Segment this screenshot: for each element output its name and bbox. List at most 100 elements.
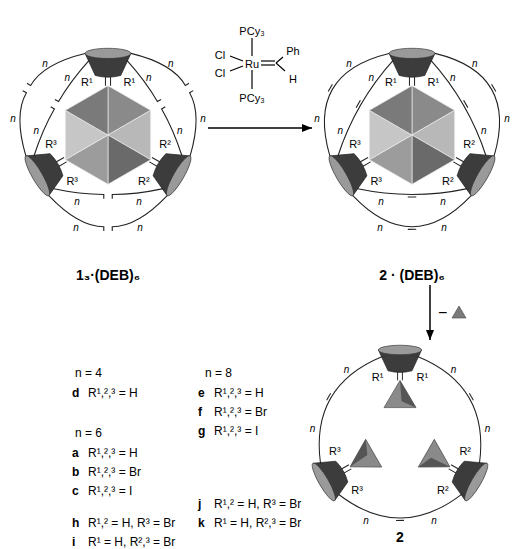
chain-length-label: n: [440, 196, 446, 207]
cavitand: [416, 434, 492, 503]
bond: [261, 60, 275, 61]
label-slot: R¹: [123, 73, 135, 89]
table-entry: R¹,²,³ = I: [88, 485, 132, 498]
substituent-label: R²: [159, 138, 171, 150]
bond: [230, 66, 243, 71]
table-entry: R¹,²,³ = Br: [88, 466, 141, 479]
chain-length-label: n: [504, 113, 510, 124]
label-slot: n: [441, 218, 447, 234]
label-slot: R¹: [372, 368, 384, 384]
reaction-arrow: [429, 285, 431, 340]
macrocycle: [279, 345, 491, 549]
label-slot: Cl: [215, 46, 225, 62]
octahedron: [65, 86, 150, 185]
table-entry: R¹,²,³ = H: [88, 387, 138, 400]
substituent-label: R²: [437, 484, 449, 496]
label-slot: R¹,² = H, R³ = Br: [88, 514, 175, 530]
label-slot: R¹,²,³ = H: [214, 384, 264, 400]
chain-length-label: n: [10, 113, 16, 124]
label-slot: n: [504, 109, 510, 125]
label-slot: g: [198, 422, 205, 438]
catalyst-atom-label: Cl: [215, 49, 225, 61]
substituent-label: R¹: [385, 76, 397, 88]
substituent-label: R³: [349, 138, 361, 150]
chain-length-label: n: [168, 58, 174, 69]
label-slot: n: [485, 419, 491, 435]
label-slot: R¹ = H, R²,³ = Br: [214, 514, 301, 530]
compound-letter: e: [198, 387, 205, 400]
reaction-arrow: [208, 127, 312, 129]
alkene-chains: [127, 53, 196, 156]
alkene-chains: [0, 48, 117, 159]
chain-length-label: n: [431, 515, 437, 526]
label-slot: n: [146, 68, 152, 84]
label-slot: n: [431, 511, 437, 527]
compound-node: 2: [280, 340, 520, 547]
chain-length-label: n: [369, 72, 375, 83]
compound-label: 1₃·(DEB)₆: [76, 268, 140, 283]
label-slot: R¹: [385, 73, 397, 89]
label-slot: n: [42, 54, 48, 70]
label-slot: n: [136, 192, 142, 208]
substituent-label: R³: [66, 175, 78, 187]
substituent-label: R¹: [372, 371, 384, 383]
chain-length-label: n: [485, 423, 491, 434]
label-slot: n = 8: [205, 364, 232, 380]
label-slot: d: [72, 384, 79, 400]
label-slot: n: [369, 68, 375, 84]
compound-node: 1₃·(DEB)₆: [8, 20, 208, 285]
label-slot: R³: [370, 172, 382, 188]
cavitand: [378, 345, 421, 407]
table-entry: R¹,²,³ = Br: [214, 406, 267, 419]
cage-closed: [293, 48, 499, 254]
compound-letter: f: [198, 406, 202, 419]
chain-length-label: n: [451, 364, 457, 375]
table-entry: R¹,²,³ = H: [214, 387, 264, 400]
bond: [251, 70, 252, 89]
label-slot: n: [338, 121, 344, 137]
macrocycle-loops: [298, 49, 422, 160]
label-slot: PCy₃: [239, 89, 264, 105]
label-slot: i: [72, 533, 75, 549]
substituent-label: R¹: [417, 371, 429, 383]
bond: [251, 38, 252, 56]
table-entry: n = 8: [205, 367, 232, 380]
label-slot: H: [289, 70, 297, 86]
label-slot: e: [198, 384, 205, 400]
table-entry: R¹,² = H, R³ = Br: [88, 517, 175, 530]
label-slot: R¹,²,³ = Br: [214, 403, 267, 419]
label-slot: n: [73, 218, 79, 234]
label-slot: n: [200, 109, 206, 125]
label-slot: n: [74, 192, 80, 208]
chain-length-label: n: [441, 222, 447, 233]
substituent-label: R²: [459, 445, 471, 457]
compound-letter: c: [72, 485, 79, 498]
table-entry: R¹ = H, R²,³ = Br: [88, 536, 175, 549]
compound-letter: a: [72, 447, 79, 460]
bond: [230, 56, 243, 61]
chain-length-label: n: [450, 72, 456, 83]
label-slot: R²: [138, 172, 150, 188]
edge-label: −: [438, 304, 447, 322]
alkene-chains: [46, 141, 170, 252]
chain-length-label: n: [146, 72, 152, 83]
label-slot: n: [363, 511, 369, 527]
compound-letter: h: [72, 517, 79, 530]
substituent-label: R²: [138, 175, 150, 187]
label-slot: R¹: [417, 368, 429, 384]
chain-length-label: n: [74, 196, 80, 207]
bond: [276, 63, 285, 71]
catalyst-atom-label: PCy₃: [239, 25, 264, 37]
substituent-label: R¹: [427, 76, 439, 88]
table-entry: R¹,²,³ = I: [214, 425, 258, 438]
label-slot: Ru: [245, 55, 259, 71]
label-slot: R³: [329, 442, 341, 458]
chain-length-label: n: [177, 125, 183, 136]
chain-length-label: n: [65, 72, 71, 83]
label-slot: f: [198, 403, 202, 419]
label-slot: R²: [459, 442, 471, 458]
chain-length-label: n: [314, 113, 320, 124]
chain-length-label: n: [377, 222, 383, 233]
label-slot: n: [378, 192, 384, 208]
